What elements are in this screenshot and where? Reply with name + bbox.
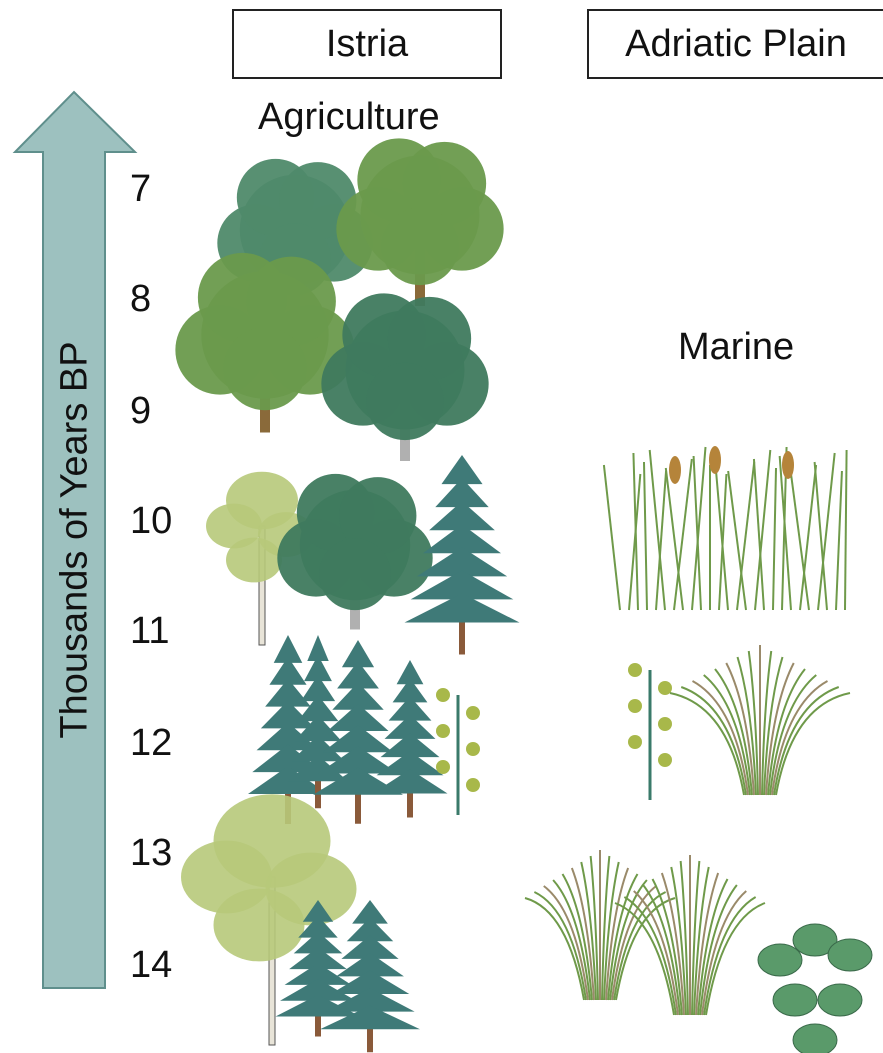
time-arrow-icon xyxy=(12,90,138,989)
grass-tuft-icon xyxy=(614,855,766,1016)
shrub-icon xyxy=(436,688,480,815)
reeds-icon xyxy=(602,446,848,611)
oak-tree-icon xyxy=(277,473,433,630)
tick-label: 7 xyxy=(130,168,152,210)
label-agriculture: Agriculture xyxy=(258,96,440,138)
tick-label: 11 xyxy=(130,610,170,652)
oak-tree-icon xyxy=(321,293,489,461)
conifer-tree-icon xyxy=(404,455,520,655)
leafy-plant-icon xyxy=(757,923,873,1053)
oak-tree-icon xyxy=(175,252,355,433)
grass-tuft-icon xyxy=(524,850,676,1001)
shrub-icon xyxy=(628,663,672,800)
grass-tuft-icon xyxy=(669,645,851,796)
tick-label: 10 xyxy=(130,500,173,542)
label-marine: Marine xyxy=(678,326,795,368)
header-adriatic-plain: Adriatic Plain xyxy=(587,9,883,79)
conifer-tree-icon xyxy=(248,635,328,824)
tick-label: 9 xyxy=(130,390,152,432)
header-istria: Istria xyxy=(232,9,502,79)
conifer-tree-icon xyxy=(372,660,448,818)
birch-tree-icon xyxy=(181,794,357,1046)
conifer-tree-icon xyxy=(320,900,420,1053)
tick-label: 8 xyxy=(130,278,152,320)
conifer-tree-icon xyxy=(313,640,403,824)
tick-label: 12 xyxy=(130,722,173,764)
tick-label: 14 xyxy=(130,944,173,986)
oak-tree-icon xyxy=(336,138,504,306)
tick-label: 13 xyxy=(130,832,173,874)
